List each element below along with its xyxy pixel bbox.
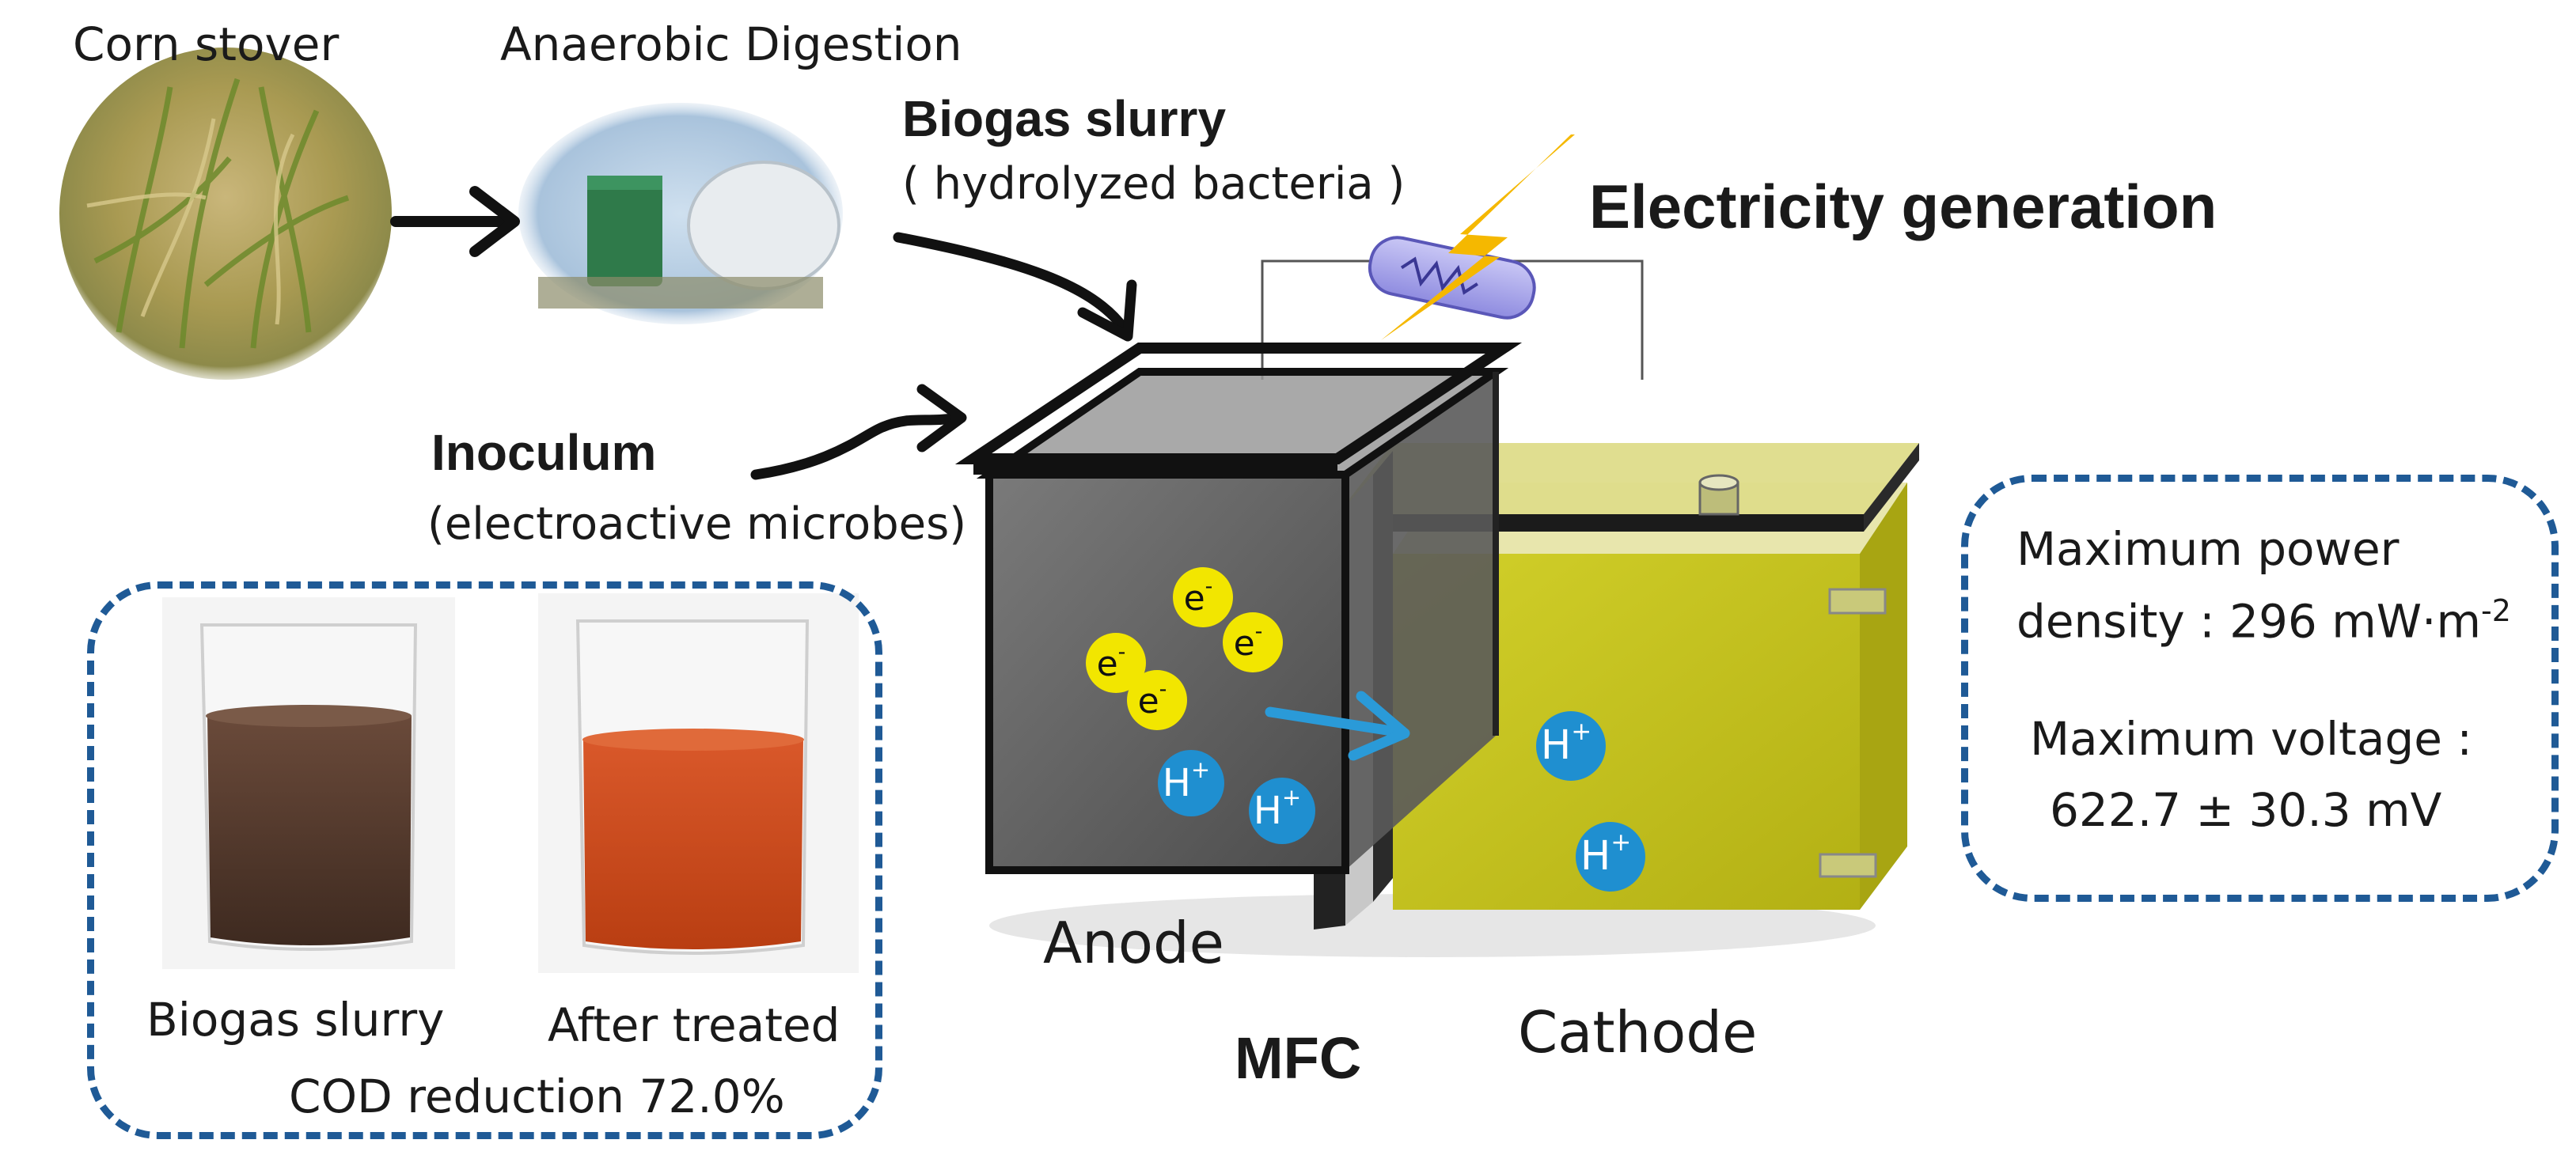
resistor (1368, 236, 1536, 320)
electron-particle: e- (1086, 633, 1146, 693)
cod-reduction-label: COD reduction 72.0% (289, 1070, 785, 1123)
before-beaker-label: Biogas slurry (146, 993, 445, 1047)
beaker-before-photo (162, 597, 455, 969)
max-power-line2: density : 296 mW·m-2 (2016, 593, 2511, 648)
lightning-bolt-icon (1381, 134, 1575, 340)
svg-text:e-: e- (1184, 574, 1213, 619)
proton-group: H+ H+ H+ H+ (1158, 711, 1645, 892)
proton-particle: H+ (1249, 778, 1315, 844)
after-beaker-label: After treated (548, 998, 840, 1052)
corn-stover-label: Corn stover (73, 17, 340, 71)
electricity-generation-label: Electricity generation (1589, 172, 2217, 241)
arrow-corn-to-digestion (390, 186, 520, 257)
treatment-results-box (87, 581, 882, 1139)
inoculum-subtitle: (electroactive microbes) (427, 498, 967, 550)
cathode-label: Cathode (1518, 999, 1758, 1066)
electron-group: e-e-e-e- (1086, 567, 1283, 730)
svg-text:H+: H+ (1163, 756, 1210, 805)
max-power-exponent: -2 (2481, 593, 2511, 628)
anode-chamber (954, 343, 1523, 874)
max-power-value: density : 296 mW·m (2016, 594, 2481, 649)
mfc-reactor: e-e-e-e- H+ H+ H+ H+ (954, 134, 1919, 957)
electron-particle: e- (1173, 567, 1233, 627)
arrow-slurry-to-anode (893, 232, 1137, 342)
max-voltage-line1: Maximum voltage : (2030, 712, 2472, 766)
proton-particle: H+ (1576, 822, 1645, 892)
anode-label: Anode (1043, 910, 1224, 976)
electron-particle: e- (1223, 612, 1283, 672)
proton-particle: H+ (1158, 750, 1224, 816)
anaerobic-digestion-photo (518, 103, 843, 324)
performance-results-box (1961, 475, 2559, 902)
proton-particle: H+ (1536, 711, 1606, 781)
biogas-slurry-subtitle: ( hydrolyzed bacteria ) (902, 158, 1406, 210)
arrow-inoculum-to-anode (750, 384, 967, 480)
proton-flow-arrow (1265, 691, 1410, 761)
corn-stover-photo (59, 47, 392, 380)
biogas-slurry-title: Biogas slurry (902, 90, 1227, 147)
electron-particle: e- (1127, 670, 1187, 730)
anaerobic-digestion-label: Anaerobic Digestion (500, 17, 962, 71)
svg-text:H+: H+ (1541, 718, 1592, 769)
max-power-line1: Maximum power (2016, 522, 2400, 576)
beaker-after-photo (538, 593, 859, 973)
mfc-label: MFC (1235, 1025, 1362, 1091)
inoculum-title: Inoculum (431, 424, 657, 481)
max-voltage-value: 622.7 ± 30.3 mV (2050, 783, 2442, 837)
